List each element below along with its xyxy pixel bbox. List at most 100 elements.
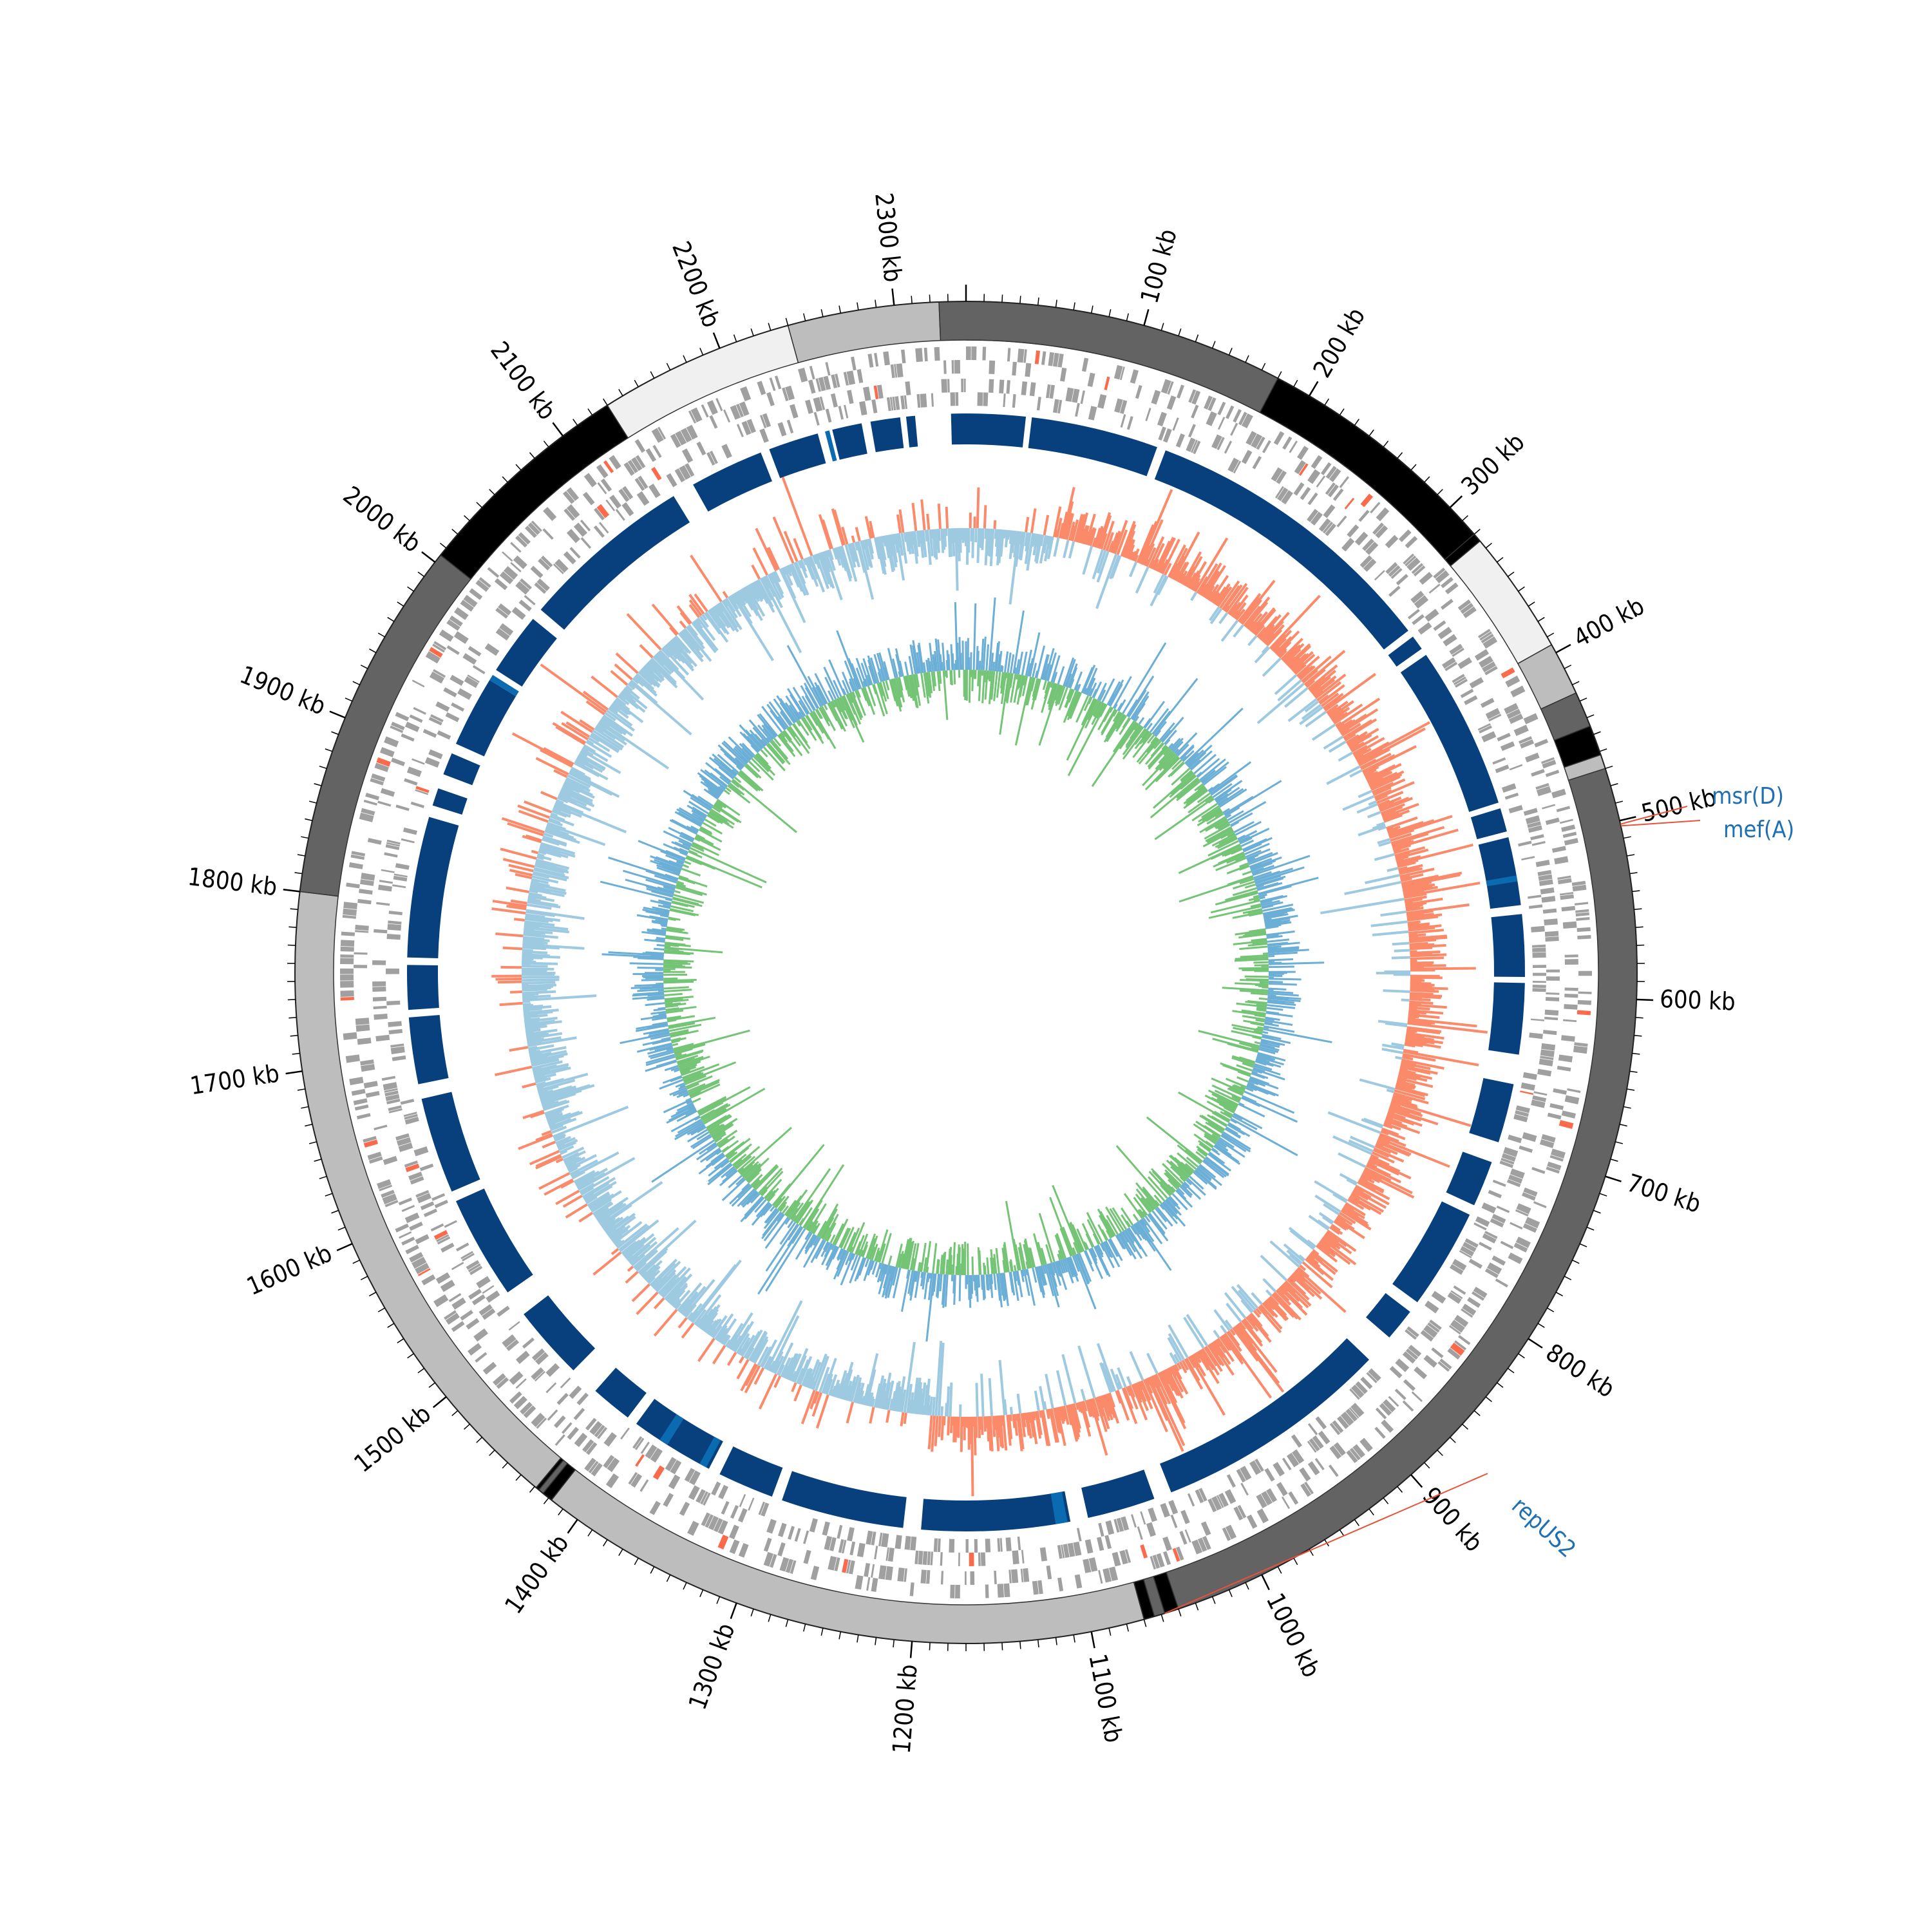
gc-skew-bar: [654, 654, 665, 666]
gc-skew-bar: [1191, 1354, 1206, 1377]
gc-skew-bar: [1406, 1026, 1442, 1034]
cds-feature: [895, 1535, 902, 1549]
gc-content-bar: [676, 1102, 694, 1112]
gc-skew-bar: [1140, 1380, 1151, 1401]
cds-feature: [966, 346, 971, 361]
gc-skew-bar: [582, 746, 589, 753]
gc-skew-bar: [1359, 1177, 1385, 1192]
gc-skew-bar: [1408, 922, 1430, 927]
gc-content-bar: [810, 712, 824, 734]
gc-skew-bar: [1343, 719, 1373, 739]
gc-content-bar: [828, 690, 835, 701]
gc-skew-bar: [1136, 1381, 1147, 1403]
gc-content-bar: [1260, 895, 1283, 903]
gc-skew-bar: [855, 541, 866, 573]
cds-feature: [1345, 1408, 1358, 1422]
gc-content-bar: [1083, 696, 1092, 712]
gc-skew-bar: [1409, 943, 1435, 947]
gc-skew-bar: [1050, 1408, 1059, 1443]
gc-skew-bar: [696, 618, 702, 625]
gc-skew-bar: [840, 1361, 854, 1400]
gc-content-bar: [1239, 989, 1269, 994]
gc-skew-bar: [944, 1403, 948, 1417]
gc-content-bar: [1200, 769, 1216, 783]
gc-skew-bar: [705, 1323, 714, 1334]
gc-content-bar: [806, 714, 822, 739]
gc-skew-bar: [786, 1358, 799, 1380]
cds-feature: [1508, 1134, 1522, 1144]
gc-content-bar: [698, 1153, 725, 1175]
gc-skew-bar: [795, 1368, 805, 1384]
gc-skew-bar: [569, 1159, 598, 1176]
gc-skew-bar: [887, 535, 895, 556]
gc-skew-bar: [1086, 1399, 1094, 1417]
gc-content-bar: [907, 1270, 914, 1294]
gc-skew-bar: [1030, 1412, 1038, 1444]
gc-skew-bar: [1031, 533, 1036, 547]
gc-skew-bar: [1406, 1028, 1417, 1033]
gc-skew-bar: [1271, 1293, 1295, 1318]
gc-skew-bar: [805, 557, 819, 587]
cds-feature: [1515, 1236, 1531, 1249]
cds-feature: [545, 1363, 560, 1378]
gc-skew-bar: [1392, 1095, 1410, 1103]
gc-content-bar: [1078, 1253, 1092, 1282]
gc-skew-bar: [1294, 663, 1307, 676]
gc-skew-bar: [1378, 1137, 1450, 1168]
gc-skew-bar: [866, 538, 874, 560]
cds-feature: [415, 786, 430, 793]
gc-skew-bar: [818, 514, 832, 550]
gc-skew-bar: [1103, 520, 1115, 551]
cds-feature: [1073, 1541, 1082, 1557]
gc-skew-bar: [1056, 1370, 1067, 1406]
cds-feature: [1354, 531, 1368, 546]
cds-feature: [1575, 909, 1589, 913]
gc-skew-bar: [1350, 735, 1379, 753]
gc-skew-bar: [682, 629, 700, 650]
gc-content-bar: [1171, 1193, 1188, 1211]
gc-skew-bar: [1409, 943, 1446, 949]
gc-content-bar: [723, 789, 730, 795]
gc-skew-bar: [900, 1389, 907, 1413]
gc-skew-bar: [1087, 1399, 1095, 1418]
gc-skew-bar: [1094, 526, 1104, 548]
gc-content-bar: [1039, 1265, 1046, 1285]
gc-content-bar: [1248, 896, 1260, 902]
gc-content-bar: [1232, 1084, 1245, 1092]
gc-skew-bar: [822, 1358, 837, 1394]
gc-skew-bar: [1318, 1211, 1334, 1224]
gc-content-bar: [1175, 732, 1198, 755]
cds-feature: [876, 384, 884, 399]
gc-content-bar: [1121, 1231, 1130, 1243]
gc-content-bar: [1256, 882, 1279, 891]
gc-skew-bar: [1213, 1329, 1220, 1339]
gc-skew-bar: [937, 504, 942, 529]
cds-feature: [1222, 1527, 1231, 1541]
gc-skew-bar: [1390, 1100, 1472, 1127]
gc-skew-bar: [1399, 1068, 1416, 1075]
gc-content-bar: [1195, 1121, 1221, 1138]
gc-skew-bar: [621, 1239, 641, 1256]
cds-feature: [1162, 428, 1172, 443]
cds-feature: [715, 397, 723, 412]
gc-content-bar: [755, 1201, 770, 1218]
gc-content-bar: [1092, 688, 1098, 698]
cds-feature: [340, 981, 354, 988]
gc-skew-bar: [1089, 1398, 1108, 1456]
gc-skew-bar: [1363, 765, 1379, 775]
cds-feature: [531, 1412, 545, 1427]
gc-content-bar: [757, 714, 777, 738]
gc-content-bar: [1249, 912, 1264, 917]
gc-skew-bar: [1403, 892, 1427, 899]
gc-skew-bar: [1084, 1399, 1092, 1417]
gc-skew-bar: [1079, 528, 1086, 544]
gc-skew-bar: [1404, 1043, 1416, 1048]
cds-feature: [374, 1013, 388, 1020]
gc-skew-bar: [640, 668, 661, 687]
gc-content-bar: [1015, 1271, 1020, 1286]
gc-skew-bar: [1237, 1289, 1256, 1311]
cds-feature: [1528, 825, 1542, 833]
cds-feature: [1370, 502, 1381, 514]
cds-feature: [385, 844, 400, 851]
gc-content-bar: [707, 790, 719, 799]
